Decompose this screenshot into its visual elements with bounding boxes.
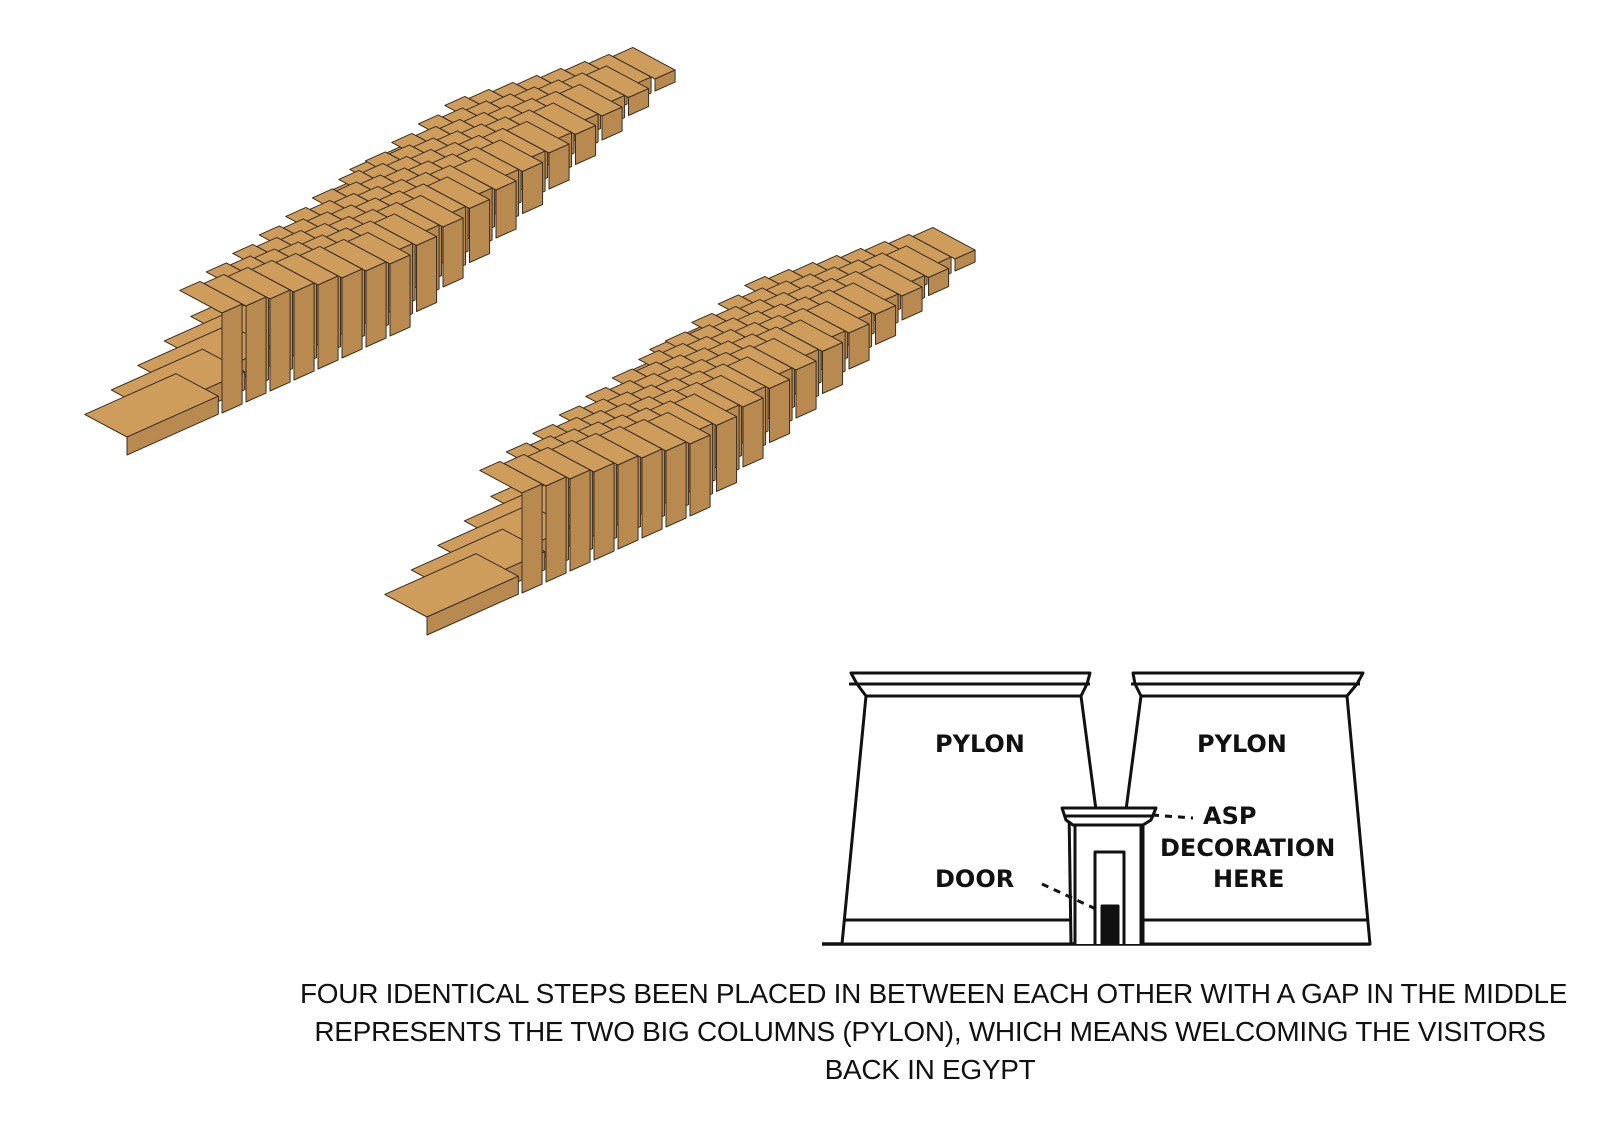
step-front-b8-7: [901, 286, 923, 321]
step-front-b1-7: [416, 236, 438, 312]
step-front-b4-7: [495, 180, 517, 239]
caption-line-1: FOUR IDENTICAL STEPS BEEN PLACED IN BETW…: [300, 978, 1568, 1009]
right-pylon-tower: [1124, 671, 1372, 946]
asp-label-line2: DECORATION: [1160, 834, 1335, 862]
step-front-b2-7: [742, 397, 764, 468]
step-front-b0-4: [317, 275, 339, 370]
step-front-b2-7: [442, 217, 464, 288]
step-front-b3-7: [469, 199, 491, 263]
asp-label-line3: HERE: [1213, 865, 1284, 893]
asp-label-line1: ASP: [1203, 802, 1256, 830]
pylon-gateway-drawing: [822, 671, 1372, 946]
step-front-a0: [426, 575, 519, 636]
door-opening: [1100, 904, 1120, 946]
step-front-b0-2: [569, 469, 591, 572]
steps-group-right: [384, 226, 976, 636]
caption-line-2: REPRESENTS THE TWO BIG COLUMNS (PYLON), …: [314, 1016, 1546, 1047]
door-leader-line: [1041, 882, 1099, 912]
step-front-b0-0: [221, 303, 243, 414]
step-front-b3-7: [769, 379, 791, 443]
left-pylon-tower: [840, 671, 1098, 946]
caption: FOUR IDENTICAL STEPS BEEN PLACED IN BETW…: [300, 975, 1568, 1089]
right-pylon-label: PYLON: [1197, 730, 1287, 758]
step-front-b0-6: [665, 441, 687, 528]
step-front-b7-7: [575, 125, 597, 165]
step-front-b6-7: [848, 323, 870, 370]
step-front-b4-7: [795, 360, 817, 419]
caption-line-3: BACK IN EGYPT: [824, 1054, 1036, 1085]
step-front-b10-7: [654, 69, 676, 92]
step-front-b9-7: [628, 88, 650, 116]
step-front-b0-7: [389, 254, 411, 337]
pylon-labels: PYLON PYLON ASP DECORATION HERE DOOR: [935, 730, 1335, 893]
step-front-b0-4: [617, 455, 639, 550]
step-front-b0-1: [545, 476, 567, 583]
step-front-b0-6: [365, 261, 387, 348]
step-front-b0-1: [245, 296, 267, 403]
step-front-b7-7: [875, 305, 897, 345]
step-front-a0: [126, 395, 219, 456]
central-gateway: [1060, 806, 1158, 946]
left-pylon-label: PYLON: [935, 730, 1025, 758]
step-front-b0-0: [521, 483, 543, 594]
step-front-b0-5: [641, 448, 663, 539]
steps-group-left: [84, 46, 676, 456]
step-front-b0-3: [593, 462, 615, 561]
step-front-b0-5: [341, 268, 363, 359]
step-front-b8-7: [601, 106, 623, 141]
door-label: DOOR: [935, 865, 1014, 893]
step-front-b9-7: [928, 268, 950, 296]
step-front-b0-7: [689, 434, 711, 517]
step-front-b5-7: [522, 162, 544, 214]
step-front-b5-7: [822, 342, 844, 394]
asp-leader-line: [1151, 813, 1194, 820]
step-front-b0-2: [269, 289, 291, 392]
step-front-b0-3: [293, 282, 315, 381]
step-front-b10-7: [954, 249, 976, 272]
step-front-b6-7: [548, 143, 570, 190]
step-front-b1-7: [716, 416, 738, 492]
